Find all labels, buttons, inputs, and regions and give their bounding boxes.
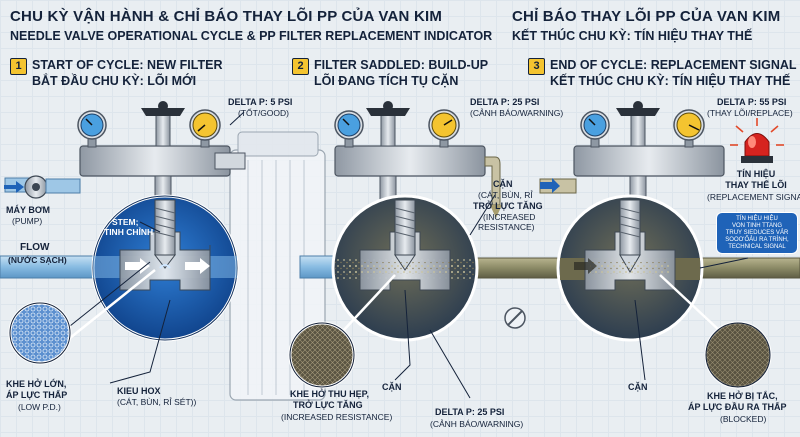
can-mid-label: CẶN: [382, 382, 402, 392]
tag-line-2: VON TINH TTANG: [731, 222, 782, 229]
warning-beacon: [730, 118, 784, 163]
valve-cutaway-stage-3: [556, 194, 704, 342]
title-left-en: NEEDLE VALVE OPERATIONAL CYCLE & PP FILT…: [10, 29, 493, 43]
signal-label-1: TÍN HIỆU: [736, 169, 776, 179]
gap-blocked-label-en: (BLOCKED): [720, 414, 767, 424]
manifold-stage-3: [539, 101, 725, 207]
signal-label-2: THAY THẾ LÕI: [725, 180, 787, 190]
magnifier-mesh-blocked: [659, 274, 772, 389]
gap-narrow-label-1: KHE HỞ THU HẸP,: [290, 389, 370, 399]
sediment-label-5: RESISTANCE): [478, 222, 535, 232]
bypass-valve-icon: [504, 307, 526, 329]
gap-blocked-label-1: KHE HỞ BỊ TẮC,: [707, 391, 778, 401]
stage-3-delta: DELTA P: 55 PSI: [717, 97, 787, 107]
gap-narrow-label-en: (INCREASED RESISTANCE): [281, 412, 393, 422]
delta-bottom-label: DELTA P: 25 PSI: [435, 407, 505, 417]
title-right-sub: KẾT THÚC CHU KỲ: TÍN HIỆU THAY THẾ: [512, 29, 753, 43]
tag-line-4: SOOO'ỐẢU RA TRÌNH,: [725, 236, 789, 243]
gap-blocked-label-2: ÁP LỰC ĐẦU RA THẤP: [688, 402, 787, 412]
stage-1-title-vi: BẮT ĐẦU CHU KỲ: LÕI MỚI: [32, 74, 197, 88]
magnifier-mesh-partial: [288, 274, 396, 389]
gap-large-label-1: KHE HỞ LỚN,: [6, 379, 67, 389]
stage-1-delta-note: (TỐT/GOOD): [238, 108, 289, 118]
stage-2-delta-note: (CẢNH BÁO/WARNING): [470, 108, 564, 118]
pump: [4, 175, 81, 199]
tag-line-1: TÍN HIỆU HIỆU: [736, 216, 778, 222]
kieu-hox-sub: (CÁT, BÙN, RỈ SÉT)): [117, 397, 197, 407]
stage-3-title-en: END OF CYCLE: REPLACEMENT SIGNAL: [550, 58, 797, 72]
flow-label-vi: (NƯỚC SẠCH): [8, 255, 67, 265]
title-right-vi: CHỈ BÁO THAY LÕI PP CỦA VAN KIM: [512, 8, 781, 25]
signal-label-en: (REPLACEMENT SIGNAL): [707, 192, 800, 202]
stem-label-1: STEM;: [112, 217, 139, 227]
gap-narrow-label-2: TRỞ LỰC TĂNG: [293, 400, 363, 410]
stage-1-badge: 1: [10, 58, 27, 75]
leader-lines: [109, 111, 749, 399]
sediment-label-1: CẶN: [493, 179, 513, 189]
stage-2-title-vi: LÕI ĐANG TÍCH TỤ CẶN: [314, 74, 459, 88]
delta-bottom-note: (CẢNH BÁO/WARNING): [430, 419, 524, 429]
stage-2-delta: DELTA P: 25 PSI: [470, 97, 540, 107]
can-right-label: CẶN: [628, 382, 648, 392]
kieu-hox-label: KIEU HOX: [117, 386, 161, 396]
flow-label: FLOW: [20, 242, 50, 253]
stage-1-title-en: START OF CYCLE: NEW FILTER: [32, 58, 223, 72]
stem-label-2: TINH CHỈNH: [104, 227, 154, 237]
stage-3-delta-note: (THAY LÕI/REPLACE): [707, 108, 793, 118]
technical-signal-tag: TÍN HIỆU HIỆU VON TINH TTANG TRUY SIEDUC…: [716, 212, 798, 255]
title-left-vi: CHU KỲ VẬN HÀNH & CHỈ BÁO THAY LÕI PP CỦ…: [10, 8, 443, 25]
stage-3-title-vi: KẾT THÚC CHU KỲ: TÍN HIỆU THAY THẾ: [550, 74, 791, 88]
magnifier-mesh-clean: [8, 261, 156, 365]
gap-large-label-en: (LOW P.D.): [18, 402, 61, 412]
stage-2-title-en: FILTER SADDLED: BUILD-UP: [314, 58, 489, 72]
manifold-stage-2: [334, 101, 502, 218]
gap-large-label-2: ÁP LỰC THẤP: [6, 390, 68, 400]
sediment-label-3: TRỞ LỰC TĂNG: [473, 201, 543, 211]
tag-line-3: TRUY SIEDUCES VẢR: [725, 229, 789, 236]
stage-2-badge: 2: [292, 58, 309, 75]
sediment-label-4: (INCREASED: [483, 212, 536, 222]
manifold-stage-1: [77, 101, 246, 207]
pump-label: MÁY BƠM: [6, 205, 51, 215]
pump-label-en: (PUMP): [12, 216, 43, 226]
valve-cutaway-stage-1: [91, 194, 239, 342]
sediment-label-2: (CÁT, BÙN, RỈ: [478, 190, 533, 200]
stage-3-badge: 3: [528, 58, 545, 75]
tag-line-5: TECHNICAL SIGNAL: [728, 243, 786, 250]
stage-1-delta: DELTA P: 5 PSI: [228, 97, 293, 107]
